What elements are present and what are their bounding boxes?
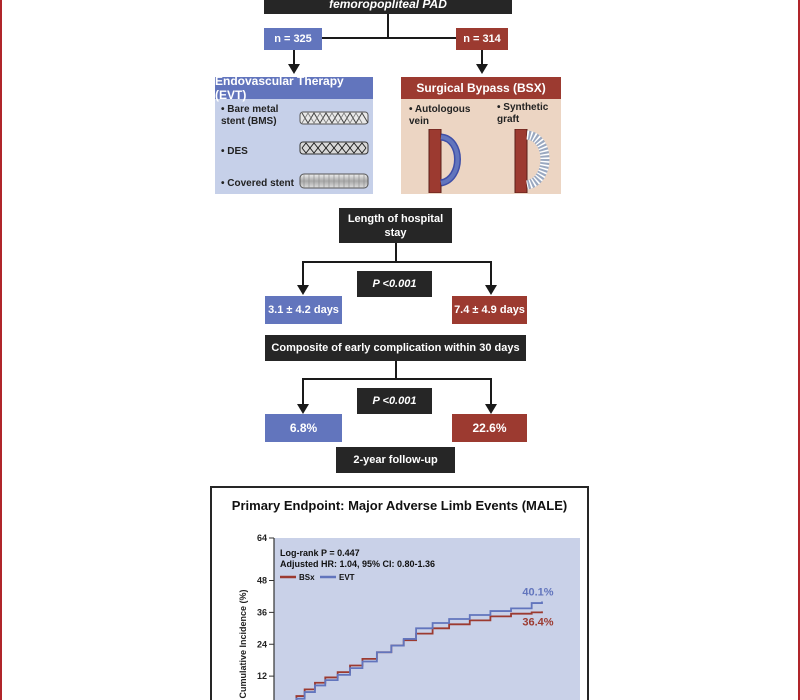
y-tick-label: 24 [257,639,267,649]
arrow-head [297,404,309,414]
flow-connector [302,378,492,380]
stent-icon [299,111,369,125]
annotation-hr: Adjusted HR: 1.04, 95% CI: 0.80-1.36 [280,559,435,569]
evt-count-box: n = 325 [264,28,322,50]
y-tick-label: 12 [257,671,267,681]
synthetic-graft-icon [514,129,550,193]
arrow-shaft [293,50,295,68]
end-label-evt: 40.1% [522,586,553,598]
legend-label-evt: EVT [339,573,355,582]
evt-item-des: • DES [221,146,248,157]
y-tick-label: 48 [257,576,267,586]
bsx-item-vein: • Autologous vein [409,104,471,127]
chart-title: Primary Endpoint: Major Adverse Limb Eve… [231,498,568,513]
evt-panel-title: Endovascular Therapy (EVT) [215,74,373,102]
bsx-panel: Surgical Bypass (BSX) • Autologous vein … [401,77,561,194]
autologous-vein-icon [428,129,461,193]
des-stent-icon [299,141,369,155]
right-frame-border [798,0,800,700]
followup-box: 2-year follow-up [336,447,455,473]
arrow-head [297,285,309,295]
evt-comp-value: 6.8% [265,414,342,442]
flow-connector [302,261,492,263]
flow-connector [395,361,397,379]
bsx-los-value: 7.4 ± 4.9 days [452,296,527,324]
evt-item-bms: • Bare metal stent (BMS) [221,104,279,127]
comp-p-value: P <0.001 [357,388,432,414]
branch-connector [387,14,389,38]
hospital-stay-box: Length of hospital stay [339,208,452,243]
km-chart: 12 24 36 48 64 Cumulative Incidence (%) Log-… [238,533,580,700]
bsx-panel-title: Surgical Bypass (BSX) [401,77,561,99]
arrow-shaft [481,50,483,68]
y-axis-label: Cumulative Incidence (%) [238,589,248,698]
flow-connector [395,243,397,262]
arrow-head [485,285,497,295]
arrow-head [288,64,300,74]
arrow-shaft [490,378,492,406]
y-tick-label: 64 [257,533,267,543]
complication-box: Composite of early complication within 3… [265,335,526,361]
los-p-value: P <0.001 [357,271,432,297]
evt-panel: Endovascular Therapy (EVT) • Bare metal … [215,74,373,194]
y-tick-label: 36 [257,607,267,617]
left-frame-border [0,0,2,700]
annotation-logrank: Log-rank P = 0.447 [280,548,360,558]
bsx-comp-value: 22.6% [452,414,527,442]
branch-connector [322,37,456,39]
arrow-shaft [490,261,492,287]
legend-label-bsx: BSx [299,573,315,582]
evt-item-covered: • Covered stent [221,178,294,189]
population-box: femoropopliteal PAD [264,0,512,14]
plot-background [274,538,580,700]
male-chart-panel: Primary Endpoint: Major Adverse Limb Eve… [210,486,589,700]
bsx-count-box: n = 314 [456,28,508,50]
bsx-item-graft: • Synthetic graft [497,102,549,125]
arrow-head [476,64,488,74]
arrow-head [485,404,497,414]
covered-stent-icon [299,173,369,189]
arrow-shaft [302,378,304,406]
evt-los-value: 3.1 ± 4.2 days [265,296,342,324]
series-line-evt [295,601,543,700]
arrow-shaft [302,261,304,287]
end-label-bsx: 36.4% [522,616,553,628]
